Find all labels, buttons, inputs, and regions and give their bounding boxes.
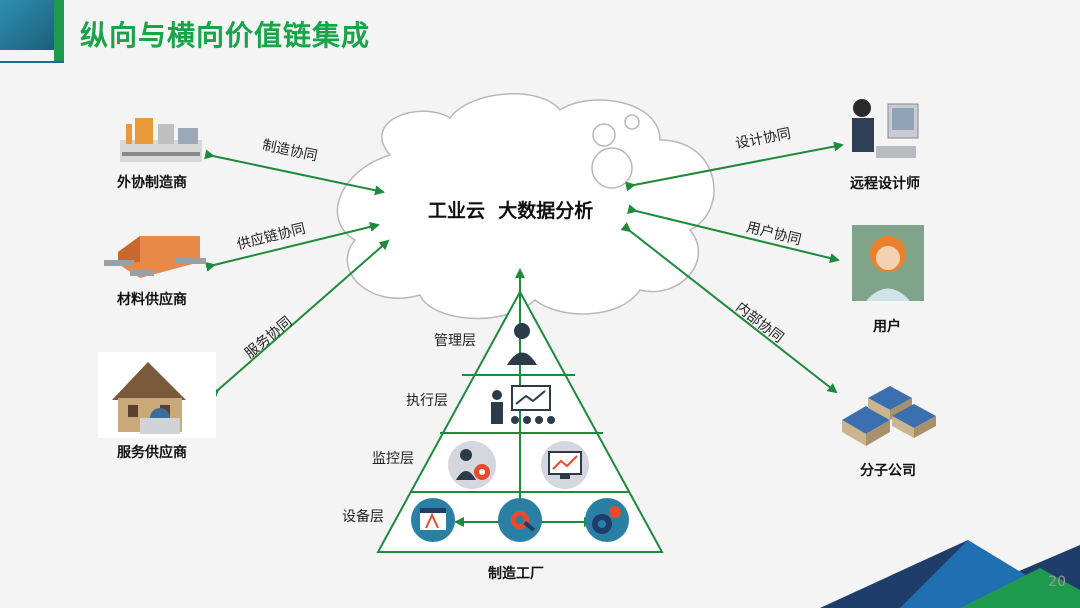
layer-label-monitoring: 监控层: [372, 451, 414, 467]
node-label-subsidiary: 分子公司: [860, 463, 916, 479]
corner-accent: [0, 0, 64, 63]
engineer-gear-icon: [448, 441, 496, 489]
tools-icon: [498, 498, 542, 542]
node-label-user: 用户: [873, 319, 901, 335]
warehouse-icon: [104, 236, 206, 278]
node-label-material-supplier: 材料供应商: [117, 292, 187, 308]
node-label-remote-designer: 远程设计师: [850, 176, 920, 192]
node-label-service-supplier: 服务供应商: [117, 445, 187, 461]
page-number: 20: [1048, 574, 1066, 590]
edge-arrows: [204, 141, 844, 400]
cloud-shape: [336, 93, 715, 320]
branch-buildings-icon: [842, 386, 936, 446]
factory-icon: [120, 118, 202, 162]
designer-computer-icon: [852, 99, 919, 158]
node-label-outsourced-manufacturer: 外协制造商: [117, 175, 187, 191]
page-title: 纵向与横向价值链集成: [80, 19, 371, 52]
gears-icon: [585, 498, 629, 542]
presentation-icon: [491, 385, 555, 424]
mountain-decoration: [820, 540, 1080, 608]
monitor-chart-icon: [541, 441, 589, 489]
layer-label-execution: 执行层: [406, 393, 448, 409]
device-window-icon: [411, 498, 455, 542]
cloud-label: 工业云 大数据分析: [428, 200, 594, 222]
layer-label-management: 管理层: [434, 333, 476, 349]
house-photo-icon: [98, 352, 216, 438]
user-avatar-icon: [852, 225, 924, 301]
pyramid-base-label: 制造工厂: [488, 566, 544, 582]
layer-label-equipment: 设备层: [342, 509, 384, 525]
manager-icon: [507, 323, 537, 365]
